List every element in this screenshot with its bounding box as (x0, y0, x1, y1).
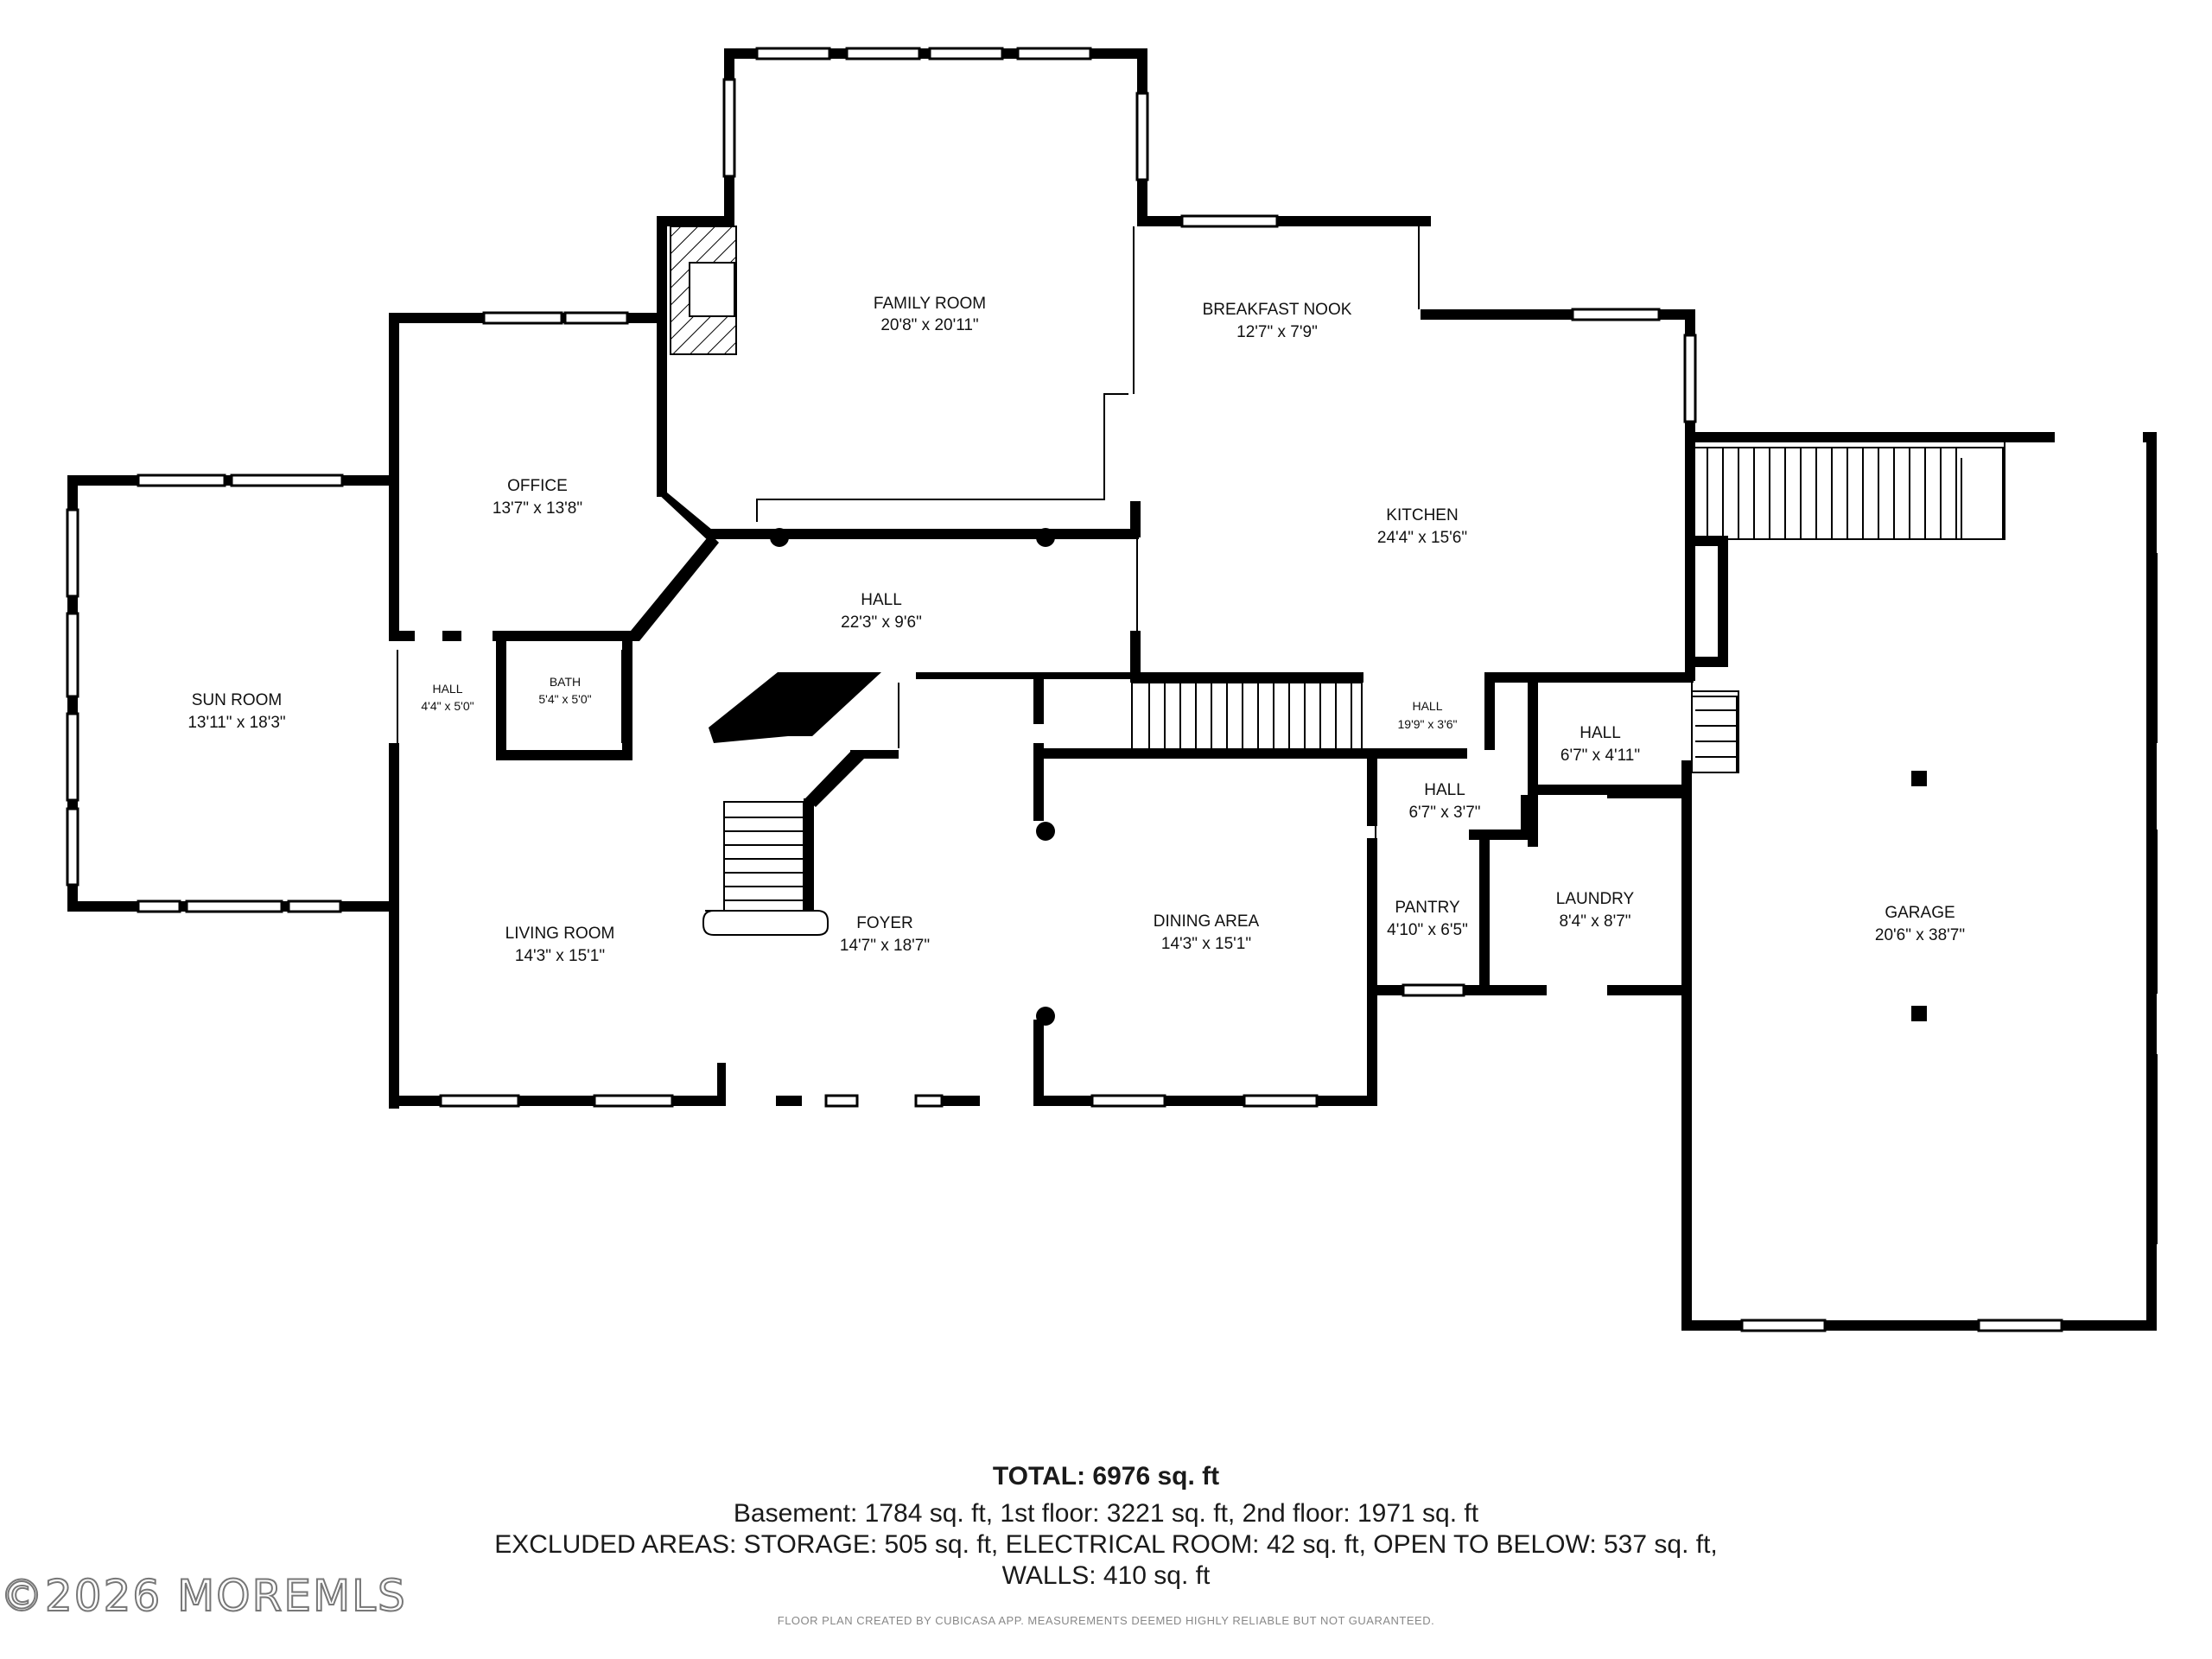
room-dim-hall-stairs: 19'9" x 3'6" (1398, 717, 1458, 731)
room-dim-hall-pantry: 6'7" x 3'7" (1408, 804, 1480, 822)
excluded-areas: EXCLUDED AREAS: STORAGE: 505 sq. ft, ELE… (494, 1530, 1718, 1559)
room-dim-garage: 20'6" x 38'7" (1875, 926, 1965, 944)
room-dim-living-room: 14'3" x 15'1" (515, 947, 605, 965)
room-name-hall-pantry: HALL (1424, 781, 1465, 799)
fireplace-icon (670, 226, 737, 355)
room-name-pantry: PANTRY (1395, 899, 1460, 917)
room-name-office: OFFICE (507, 477, 568, 495)
watermark: ©2026 MOREMLS (0, 1570, 407, 1622)
columns (770, 528, 1927, 1026)
room-dim-bath: 5'4" x 5'0" (538, 692, 591, 706)
room-dim-foyer: 14'7" x 18'7" (840, 937, 930, 955)
room-name-family-room: FAMILY ROOM (874, 295, 986, 313)
foyer-stairs-icon (702, 801, 829, 936)
floor-areas: Basement: 1784 sq. ft, 1st floor: 3221 s… (733, 1499, 1479, 1528)
room-name-bath: BATH (550, 675, 581, 689)
room-name-foyer: FOYER (856, 914, 912, 932)
credit-note: FLOOR PLAN CREATED BY CUBICASA APP. MEAS… (777, 1614, 1435, 1627)
walls-area: WALLS: 410 sq. ft (1001, 1561, 1211, 1590)
room-name-hall-stairs: HALL (1412, 699, 1442, 713)
room-dim-dining-area: 14'3" x 15'1" (1161, 935, 1251, 953)
room-name-living-room: LIVING ROOM (505, 925, 615, 943)
room-name-garage: GARAGE (1885, 904, 1955, 922)
kitchen-stairs-icon (1131, 682, 1363, 751)
room-dim-breakfast-nook: 12'7" x 7'9" (1236, 323, 1318, 341)
room-dim-hall-main: 22'3" x 9'6" (841, 613, 922, 632)
counters (397, 226, 2158, 1244)
room-dim-hall-small-left: 4'4" x 5'0" (421, 699, 474, 713)
room-name-hall-right: HALL (1580, 724, 1621, 742)
room-labels: FAMILY ROOM 20'8" x 20'11" BREAKFAST NOO… (188, 295, 1965, 965)
room-dim-kitchen: 24'4" x 15'6" (1377, 529, 1467, 547)
room-dim-hall-right: 6'7" x 4'11" (1560, 747, 1640, 765)
room-name-breakfast-nook: BREAKFAST NOOK (1203, 301, 1352, 319)
room-dim-laundry: 8'4" x 8'7" (1559, 912, 1630, 931)
garage-stairs-icon (1691, 447, 2005, 540)
windows (66, 47, 2063, 1332)
room-name-kitchen: KITCHEN (1386, 506, 1458, 524)
room-dim-family-room: 20'8" x 20'11" (880, 316, 978, 334)
room-dim-pantry: 4'10" x 6'5" (1387, 921, 1468, 939)
room-name-hall-main: HALL (861, 591, 902, 609)
garage-entry-steps-icon (1691, 696, 1738, 773)
total-area: TOTAL: 6976 sq. ft (992, 1462, 1220, 1491)
room-dim-office: 13'7" x 13'8" (493, 499, 582, 518)
room-dim-sun-room: 13'11" x 18'3" (188, 714, 285, 732)
room-name-sun-room: SUN ROOM (192, 691, 283, 709)
room-name-laundry: LAUNDRY (1556, 890, 1635, 908)
walls (67, 48, 2157, 1331)
room-name-dining-area: DINING AREA (1154, 912, 1260, 931)
room-name-hall-small-left: HALL (432, 682, 462, 696)
